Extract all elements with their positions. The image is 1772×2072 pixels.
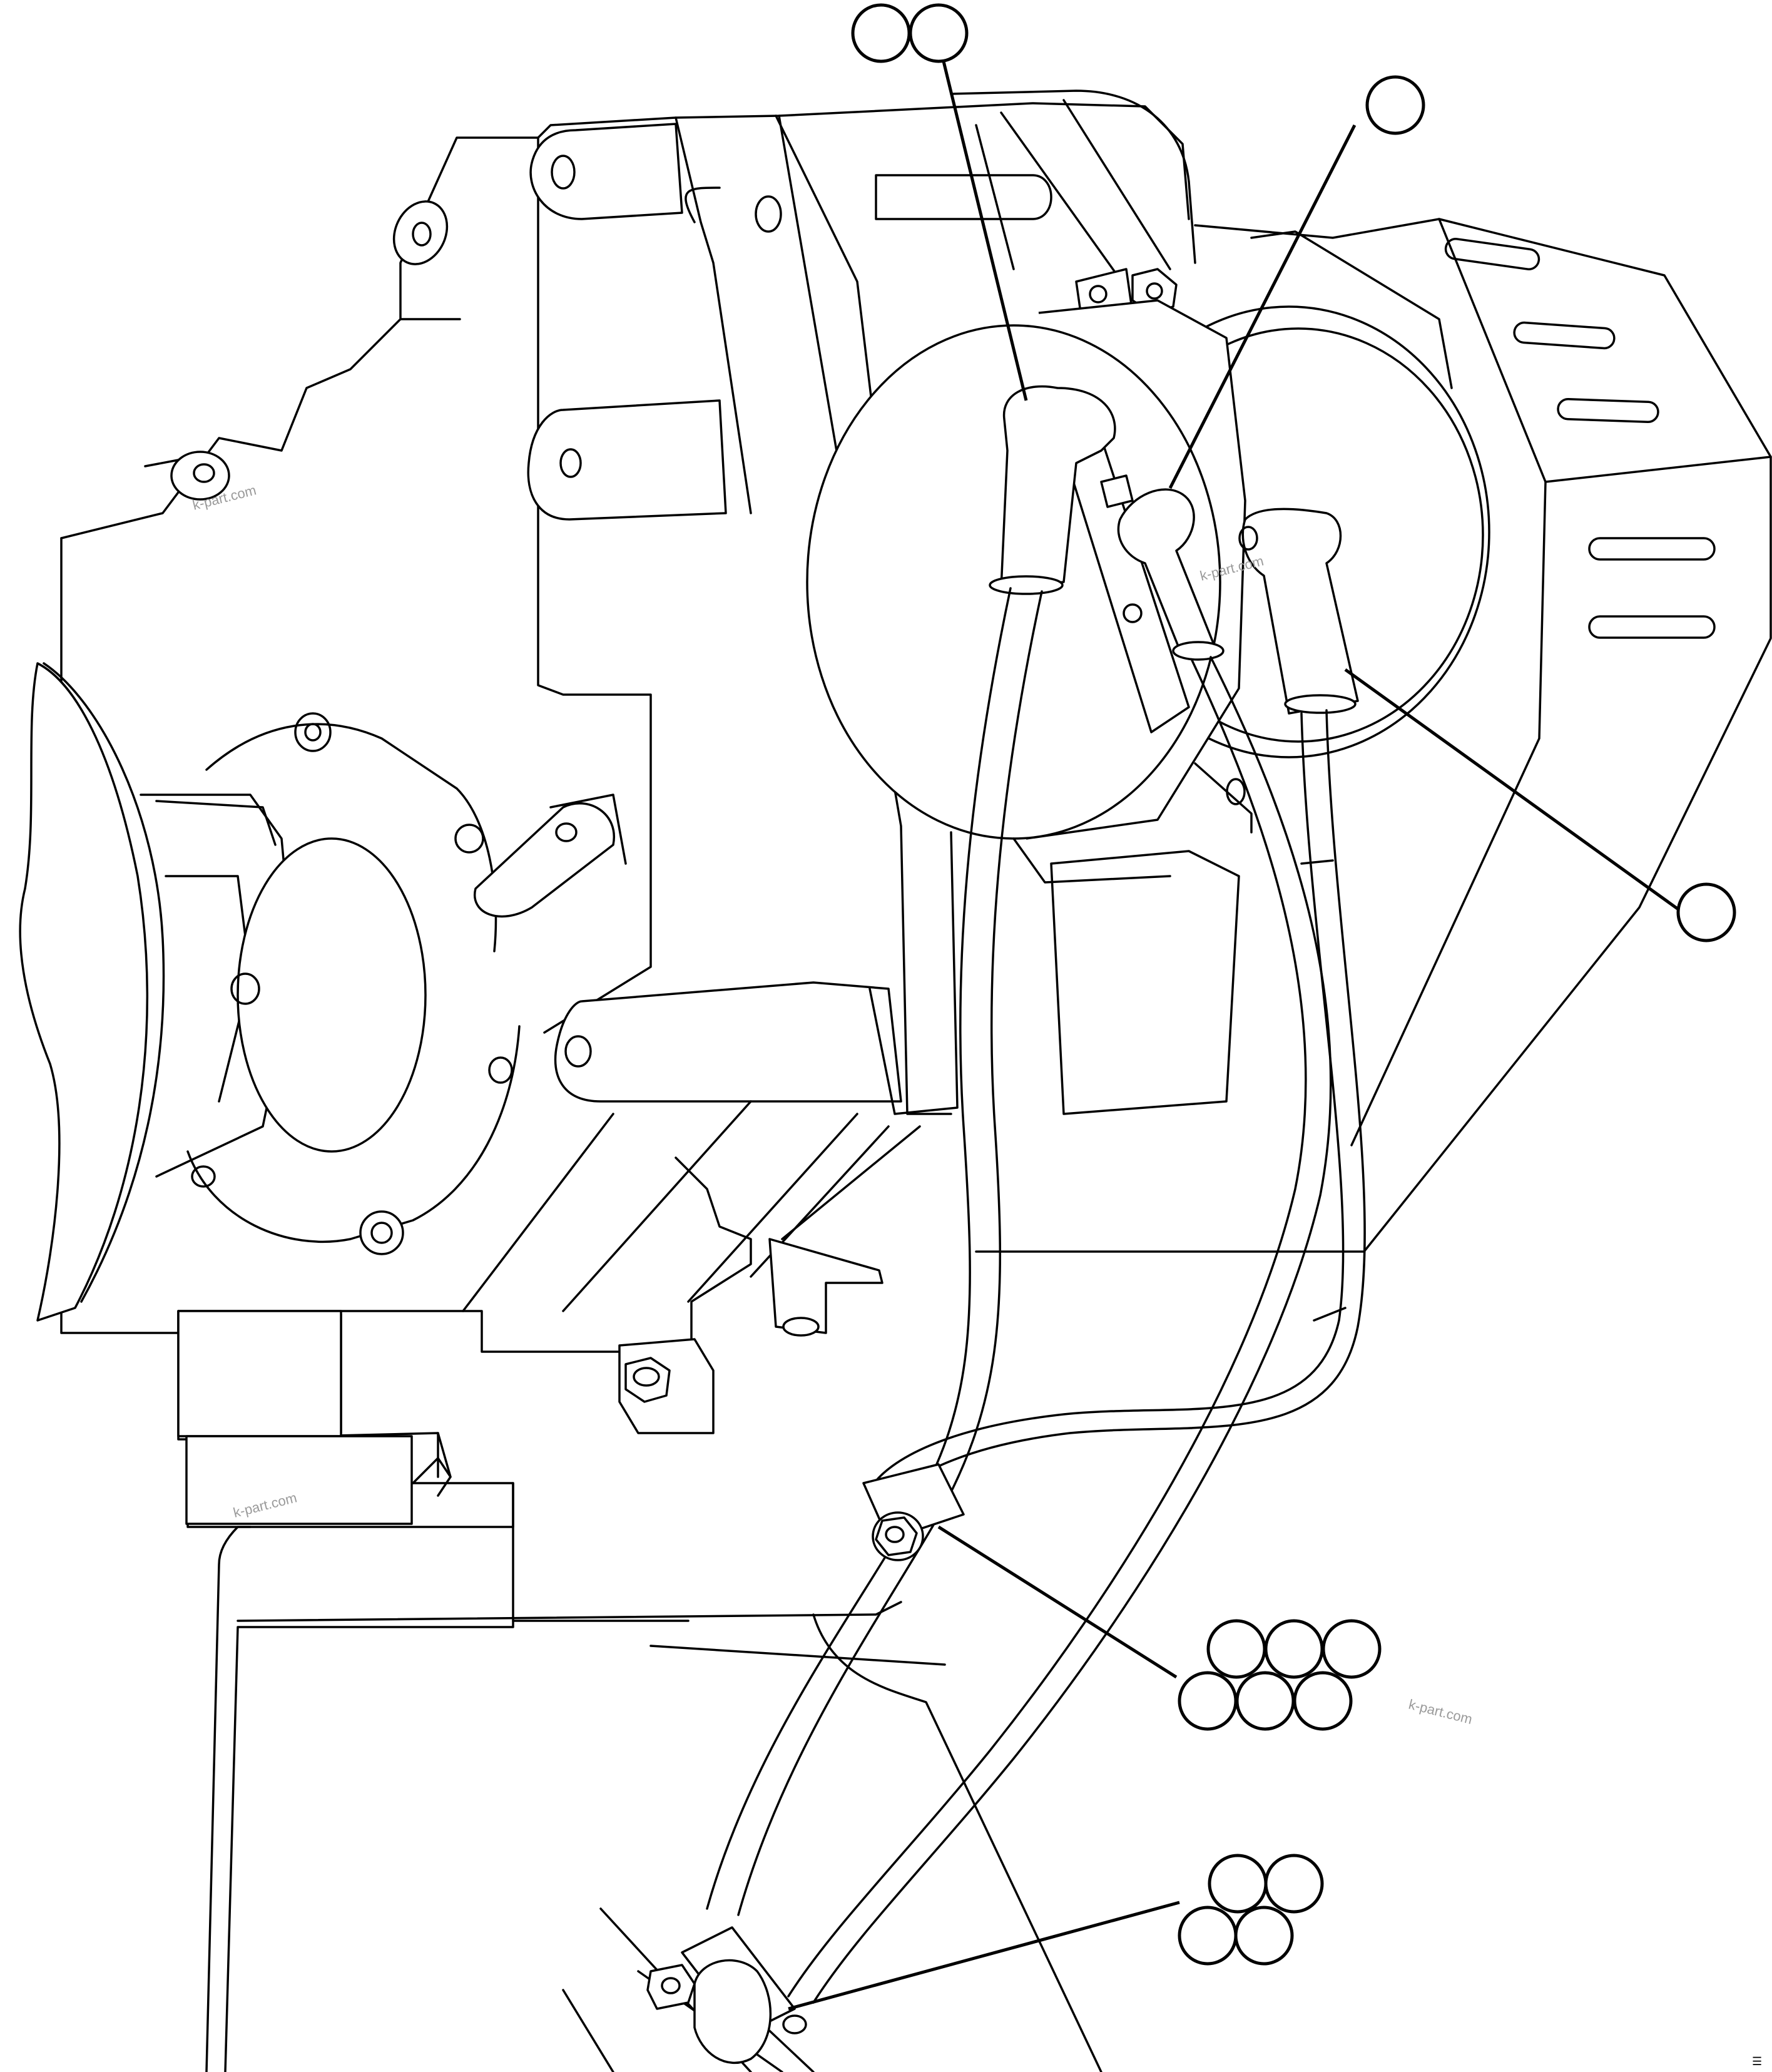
callout-group-top-pair bbox=[851, 3, 969, 63]
lead-clamp-lower bbox=[646, 1926, 807, 2064]
callout-bubble bbox=[1206, 1619, 1266, 1679]
callout-bubble bbox=[1264, 1854, 1324, 1914]
leader-line bbox=[937, 1525, 1178, 1679]
callout-top-single bbox=[1365, 75, 1425, 135]
ignition-leads bbox=[706, 385, 1366, 2004]
callout-bubble bbox=[1234, 1906, 1294, 1966]
callout-bubble bbox=[1178, 1906, 1238, 1966]
callout-bubble bbox=[1321, 1619, 1382, 1679]
callout-group-four bbox=[1178, 1854, 1324, 1966]
callout-bubble bbox=[1235, 1671, 1295, 1731]
callout-right-single bbox=[1676, 882, 1736, 942]
callout-leaders bbox=[788, 61, 1681, 2011]
callout-bubble bbox=[1365, 75, 1425, 135]
callout-bubble bbox=[1264, 1619, 1324, 1679]
lower-frame bbox=[177, 1100, 1102, 2072]
callout-bubble bbox=[1208, 1854, 1268, 1914]
leader-line bbox=[942, 61, 1028, 401]
callout-bubble bbox=[909, 3, 969, 63]
fan-shroud bbox=[975, 218, 1772, 1253]
leader-line bbox=[1344, 668, 1681, 912]
callout-bubble bbox=[1676, 882, 1736, 942]
lead-clamp-upper bbox=[862, 1463, 965, 1561]
leader-line bbox=[788, 1901, 1180, 2011]
watermark-text: k-part.com bbox=[1407, 1697, 1474, 1727]
engine-block bbox=[60, 89, 1196, 1353]
flywheel-housing bbox=[19, 662, 627, 1322]
leader-line bbox=[1168, 124, 1357, 489]
callout-bubble bbox=[1178, 1671, 1238, 1731]
callout-group-six bbox=[1178, 1619, 1382, 1731]
callout-bubble bbox=[1293, 1671, 1353, 1731]
corner-mark: ☰ bbox=[1752, 2055, 1762, 2068]
callout-bubble bbox=[851, 3, 911, 63]
ignition-coil-drum bbox=[806, 299, 1490, 884]
